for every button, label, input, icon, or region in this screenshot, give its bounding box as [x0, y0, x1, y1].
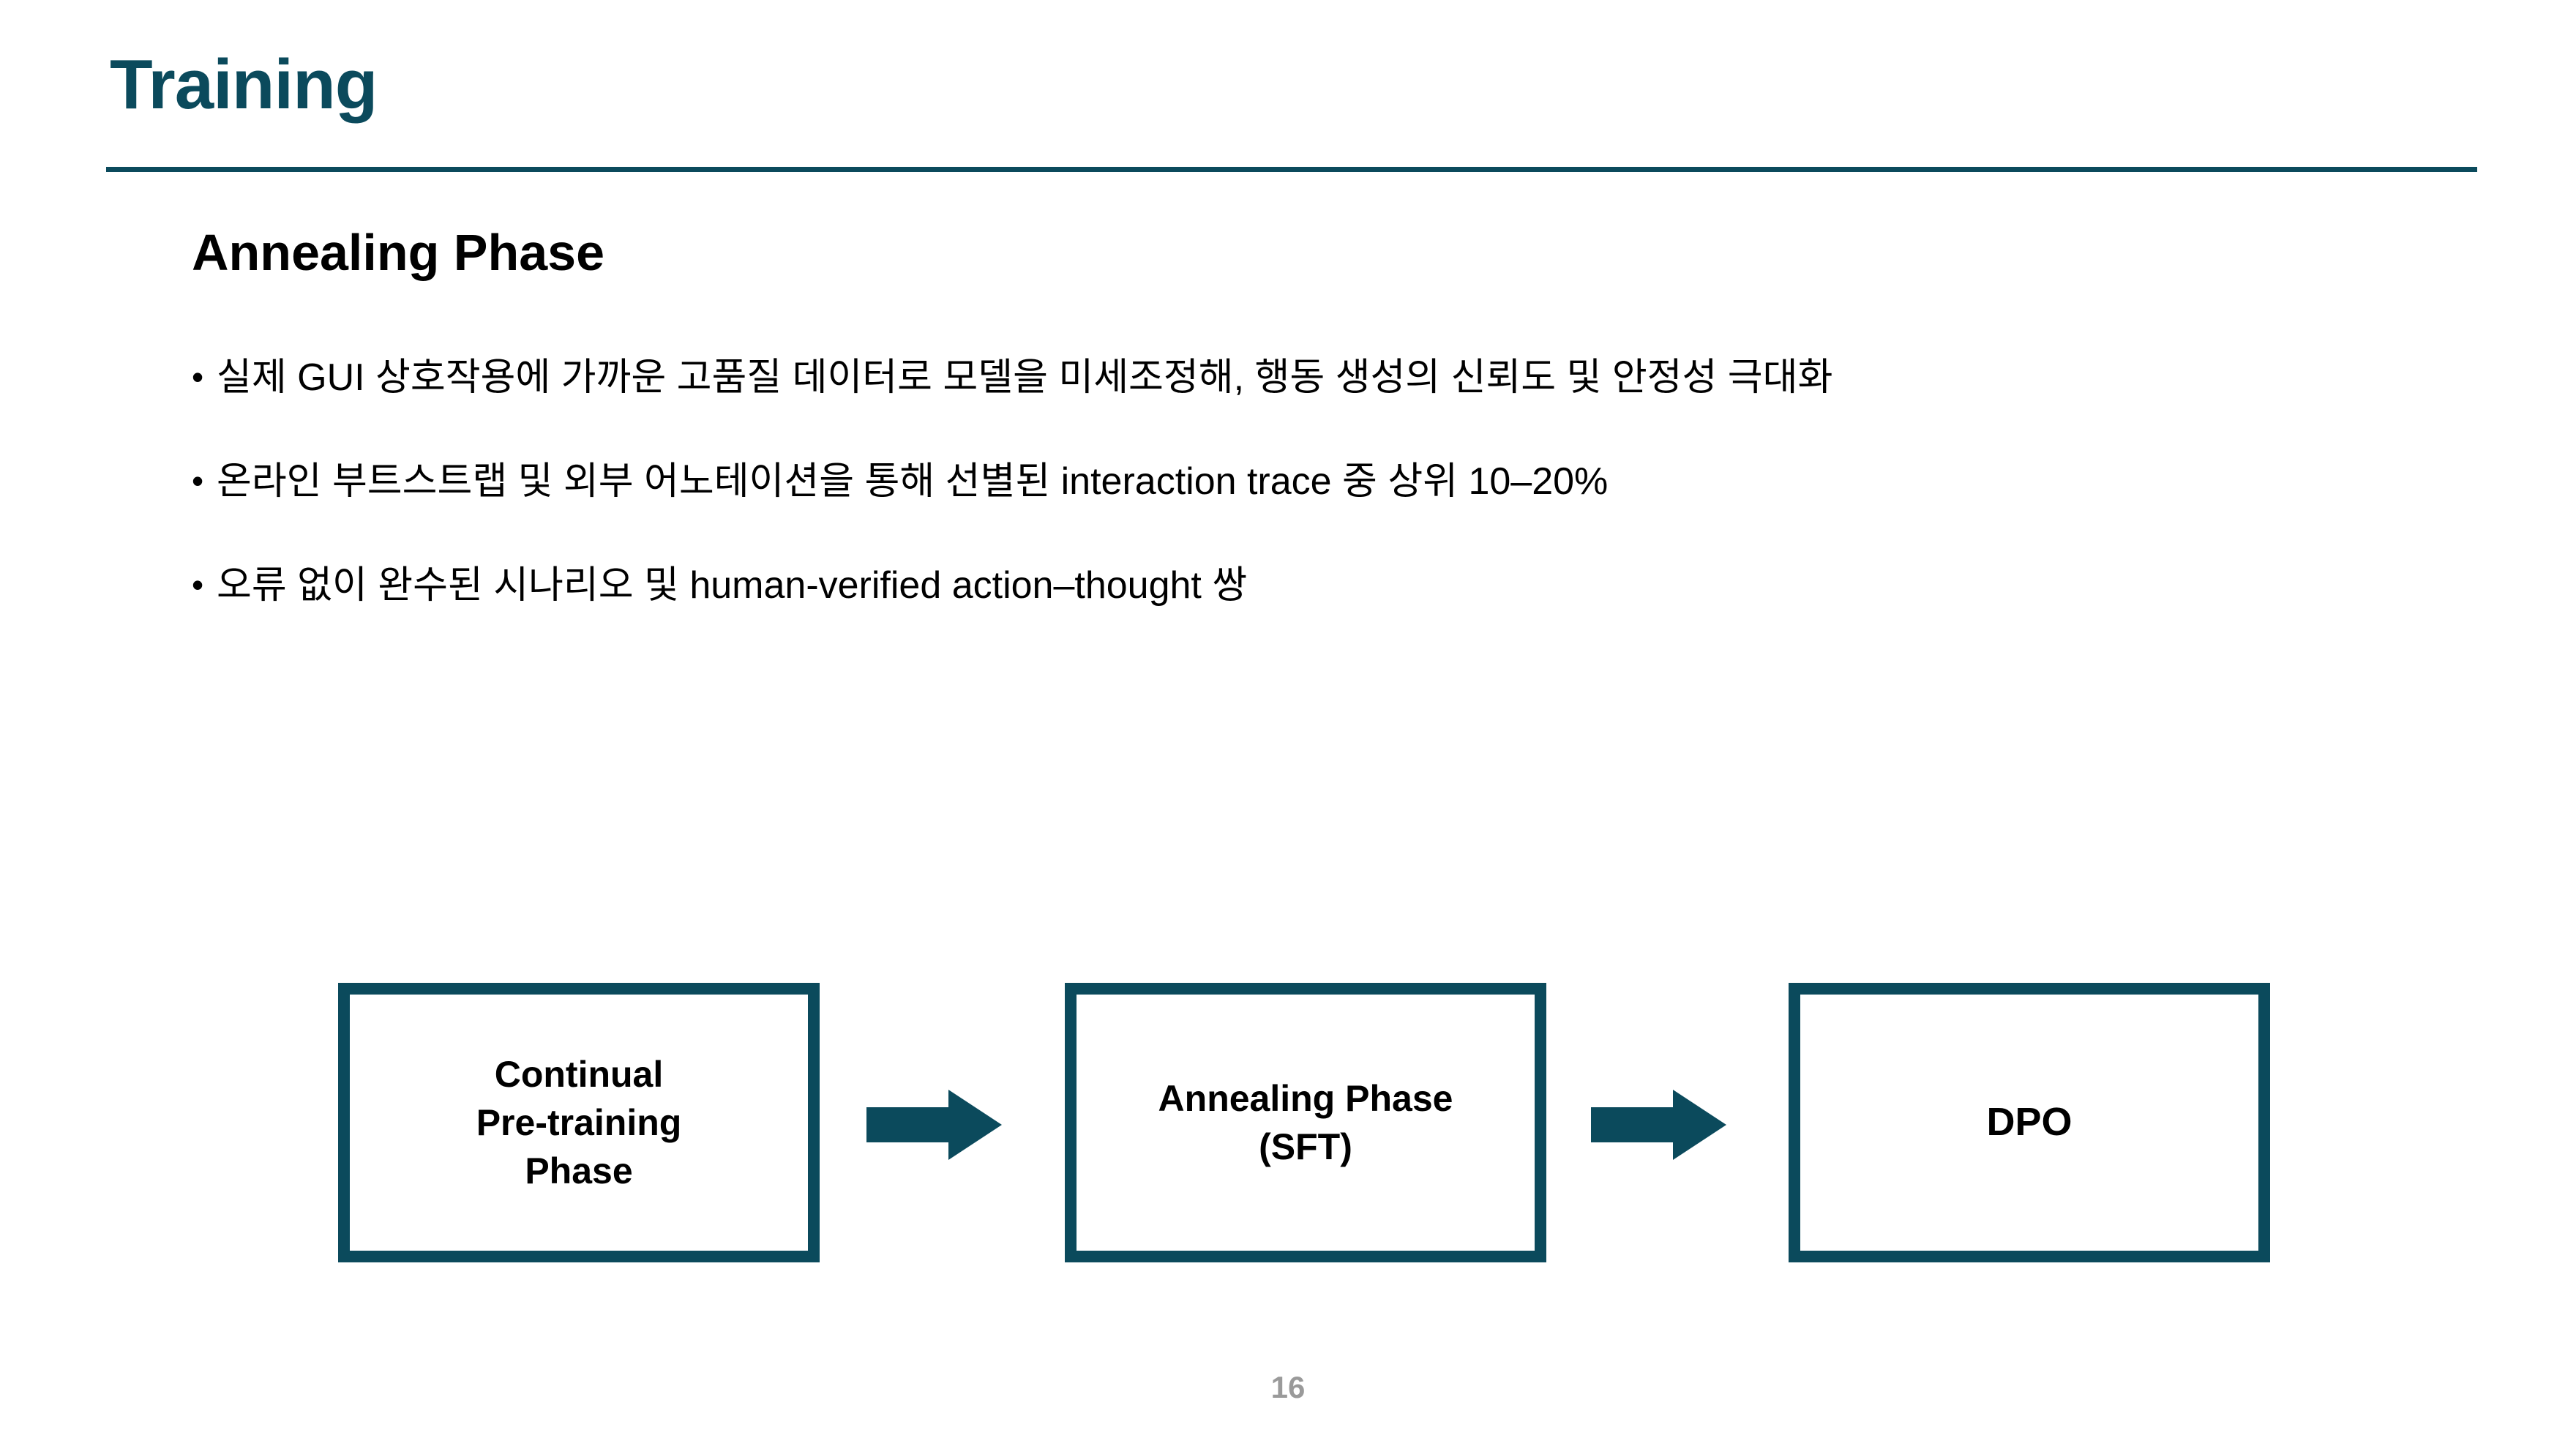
- pipeline-stage-dpo: DPO: [1789, 983, 2270, 1262]
- pipeline-stage-label: DPO: [1986, 1100, 2073, 1145]
- bullet-list: • 실제 GUI 상호작용에 가까운 고품질 데이터로 모델을 미세조정해, 행…: [192, 351, 2446, 663]
- arrow-right-icon: [1591, 1090, 1726, 1160]
- training-pipeline-diagram: Continual Pre-training Phase Annealing P…: [338, 983, 2270, 1262]
- title-divider: [106, 167, 2477, 172]
- arrow-right-icon: [866, 1090, 1002, 1160]
- pipeline-stage-label: Annealing Phase (SFT): [1158, 1078, 1453, 1167]
- bullet-marker-icon: •: [192, 566, 204, 604]
- list-item: • 온라인 부트스트랩 및 외부 어노테이션을 통해 선별된 interacti…: [192, 455, 2446, 559]
- section-heading: Annealing Phase: [192, 224, 605, 281]
- list-item-text: 오류 없이 완수된 시나리오 및 human-verified action–t…: [217, 564, 1248, 607]
- list-item: • 오류 없이 완수된 시나리오 및 human-verified action…: [192, 559, 2446, 663]
- list-item-text: 온라인 부트스트랩 및 외부 어노테이션을 통해 선별된 interaction…: [217, 460, 1609, 503]
- bullet-marker-icon: •: [192, 358, 204, 396]
- pipeline-stage-annealing-sft: Annealing Phase (SFT): [1065, 983, 1546, 1262]
- page-title: Training: [110, 45, 378, 124]
- pipeline-stage-continual-pretraining: Continual Pre-training Phase: [338, 983, 820, 1262]
- list-item: • 실제 GUI 상호작용에 가까운 고품질 데이터로 모델을 미세조정해, 행…: [192, 351, 2446, 455]
- page-number: 16: [1270, 1370, 1306, 1404]
- pipeline-stage-label: Continual Pre-training Phase: [476, 1054, 682, 1191]
- bullet-marker-icon: •: [192, 462, 204, 500]
- list-item-text: 실제 GUI 상호작용에 가까운 고품질 데이터로 모델을 미세조정해, 행동 …: [217, 356, 1833, 399]
